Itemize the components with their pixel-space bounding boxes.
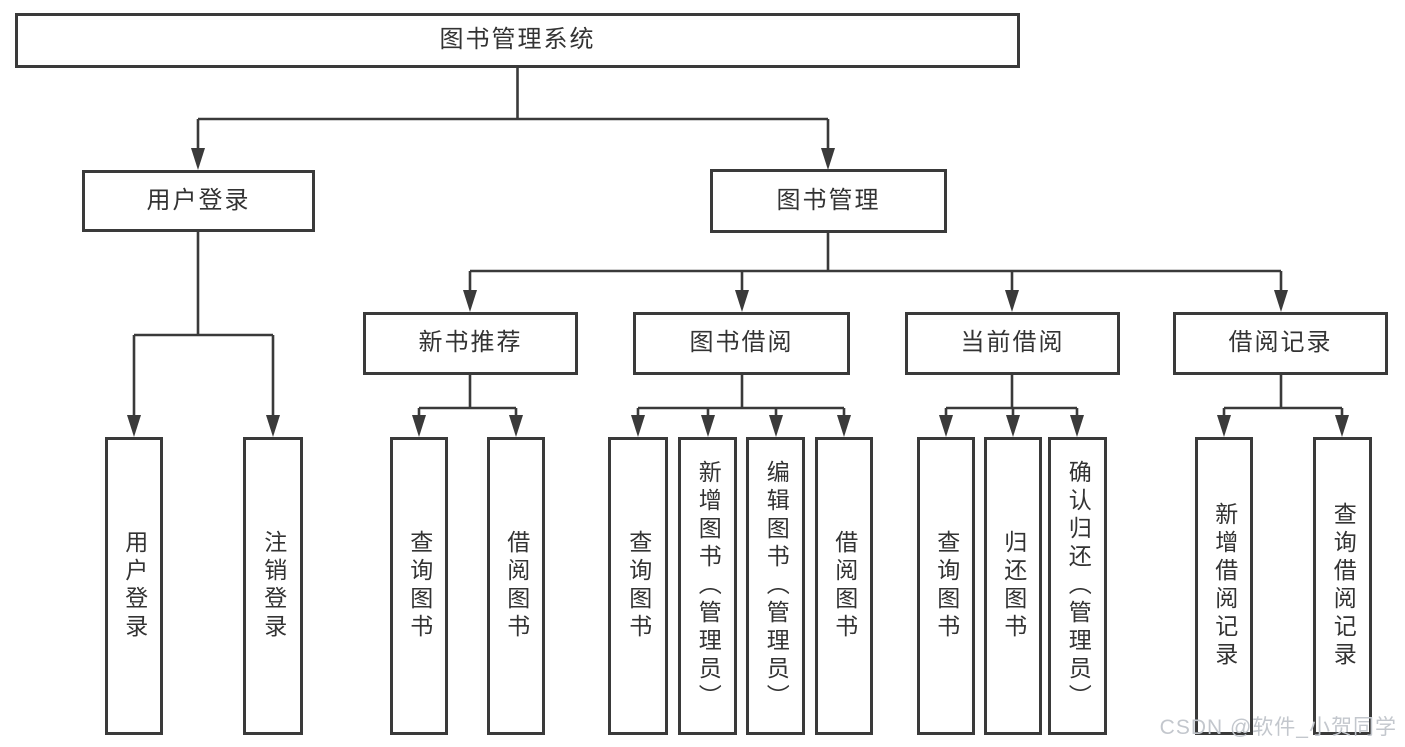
node-leaf-user-login: 用户登录: [105, 437, 163, 735]
arrow-to-leaf: [1070, 415, 1084, 437]
arrow-to-new-book-recommend: [463, 290, 477, 312]
arrow-to-leaf: [127, 415, 141, 437]
arrowheads: [127, 148, 1349, 437]
node-bb-borrow-book: 借阅图书: [815, 437, 873, 735]
arrow-to-borrow-records: [1274, 290, 1288, 312]
arrow-to-leaf: [1006, 415, 1020, 437]
arrow-to-current-borrow: [1005, 290, 1019, 312]
node-book-management: 图书管理: [710, 169, 947, 233]
node-user-login: 用户登录: [82, 170, 315, 232]
arrow-to-leaf: [1217, 415, 1231, 437]
node-root: 图书管理系统: [15, 13, 1020, 68]
node-recommend-borrow-book: 借阅图书: [487, 437, 545, 735]
arrow-to-leaf: [1335, 415, 1349, 437]
arrow-to-leaf: [412, 415, 426, 437]
arrow-to-book-management: [821, 148, 835, 170]
node-cb-confirm-return-admin: 确认归还（管理员）: [1048, 437, 1107, 735]
node-new-book-recommend: 新书推荐: [363, 312, 578, 375]
arrow-to-leaf: [509, 415, 523, 437]
arrow-to-user-login: [191, 148, 205, 170]
node-leaf-logout: 注销登录: [243, 437, 303, 735]
node-br-query-record: 查询借阅记录: [1313, 437, 1372, 735]
connector-lines: [132, 68, 1344, 418]
node-bb-query-book: 查询图书: [608, 437, 668, 735]
arrow-to-leaf: [701, 415, 715, 437]
node-recommend-query-book: 查询图书: [390, 437, 448, 735]
node-bb-edit-book-admin: 编辑图书（管理员）: [746, 437, 805, 735]
node-cb-return-book: 归还图书: [984, 437, 1042, 735]
node-book-borrow: 图书借阅: [633, 312, 850, 375]
arrow-to-leaf: [631, 415, 645, 437]
node-cb-query-book: 查询图书: [917, 437, 975, 735]
arrow-to-leaf: [769, 415, 783, 437]
arrow-to-leaf: [266, 415, 280, 437]
node-br-add-record: 新增借阅记录: [1195, 437, 1253, 735]
node-bb-add-book-admin: 新增图书（管理员）: [678, 437, 737, 735]
arrow-to-leaf: [939, 415, 953, 437]
arrow-to-leaf: [837, 415, 851, 437]
node-borrow-records: 借阅记录: [1173, 312, 1388, 375]
arrow-to-book-borrow: [735, 290, 749, 312]
node-current-borrow: 当前借阅: [905, 312, 1120, 375]
